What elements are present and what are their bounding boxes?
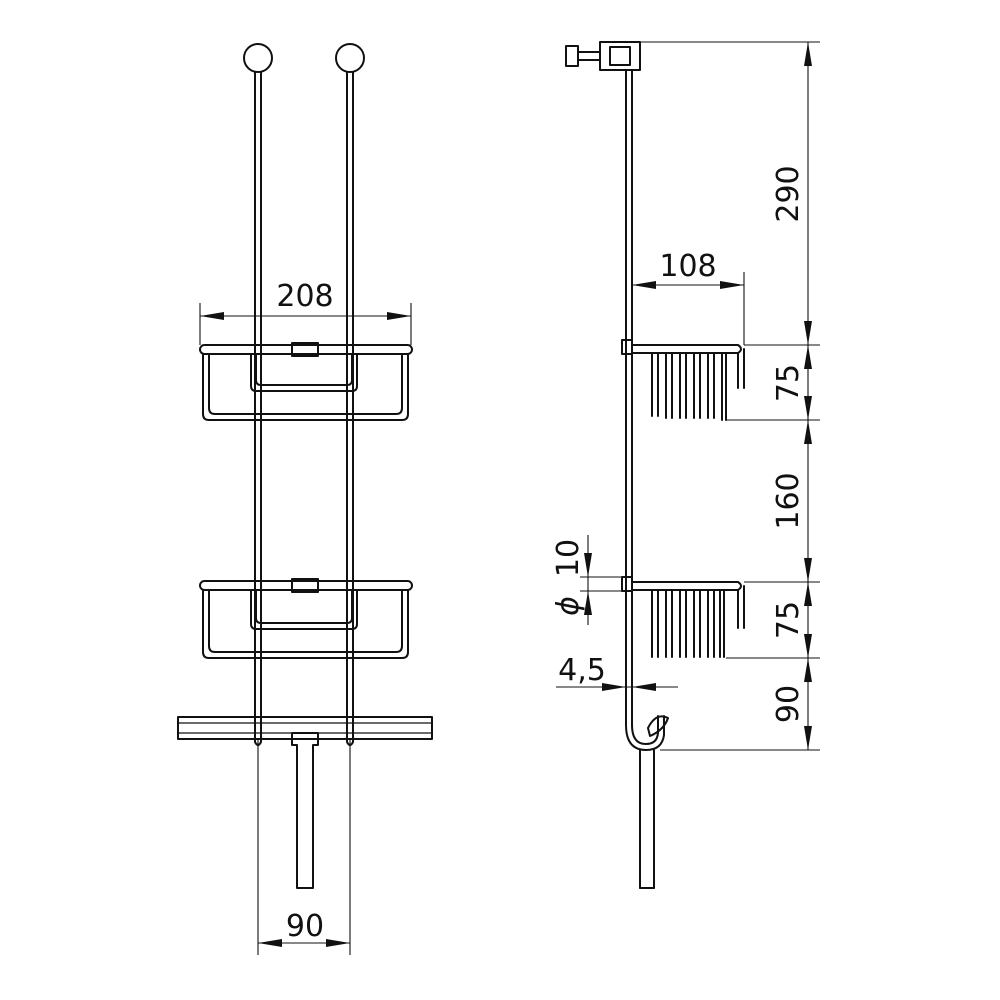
dim-depth-108 bbox=[632, 272, 745, 345]
label-depth-108: 108 bbox=[659, 249, 716, 284]
label-lower-basket-75: 75 bbox=[771, 601, 806, 639]
lower-basket-side bbox=[621, 576, 745, 658]
lower-basket-front bbox=[199, 578, 413, 659]
label-bottom-90: 90 bbox=[771, 685, 806, 723]
front-view: 208 90 bbox=[177, 43, 433, 955]
label-rod-diameter-10: 10 bbox=[551, 539, 586, 577]
vertical-rod bbox=[625, 69, 633, 726]
dim-width-208 bbox=[199, 303, 412, 345]
upper-basket-side bbox=[621, 339, 745, 421]
label-wall-gap-4-5: 4,5 bbox=[558, 653, 606, 688]
label-gap-160: 160 bbox=[771, 472, 806, 529]
center-stem bbox=[291, 732, 319, 889]
diameter-symbol: ϕ bbox=[551, 596, 586, 616]
door-bar bbox=[177, 716, 433, 740]
top-clamp bbox=[565, 41, 641, 71]
upper-basket-wires bbox=[651, 352, 727, 421]
dim-wall-gap bbox=[556, 683, 678, 691]
label-top-height-290: 290 bbox=[771, 165, 806, 222]
lower-basket-wires bbox=[651, 589, 725, 658]
vertical-dim-chain bbox=[640, 41, 820, 751]
dim-rail-spacing-90 bbox=[257, 740, 351, 955]
side-view: 290 75 160 75 90 108 10 ϕ 4,5 bbox=[551, 41, 820, 889]
left-knob bbox=[243, 43, 273, 73]
bottom-hook bbox=[625, 715, 669, 889]
label-width-208: 208 bbox=[276, 279, 333, 314]
right-knob bbox=[335, 43, 365, 73]
label-upper-basket-75: 75 bbox=[771, 364, 806, 402]
dim-rod-diameter bbox=[580, 535, 622, 625]
upper-basket-front bbox=[199, 342, 413, 421]
label-rail-spacing-90: 90 bbox=[286, 909, 324, 944]
